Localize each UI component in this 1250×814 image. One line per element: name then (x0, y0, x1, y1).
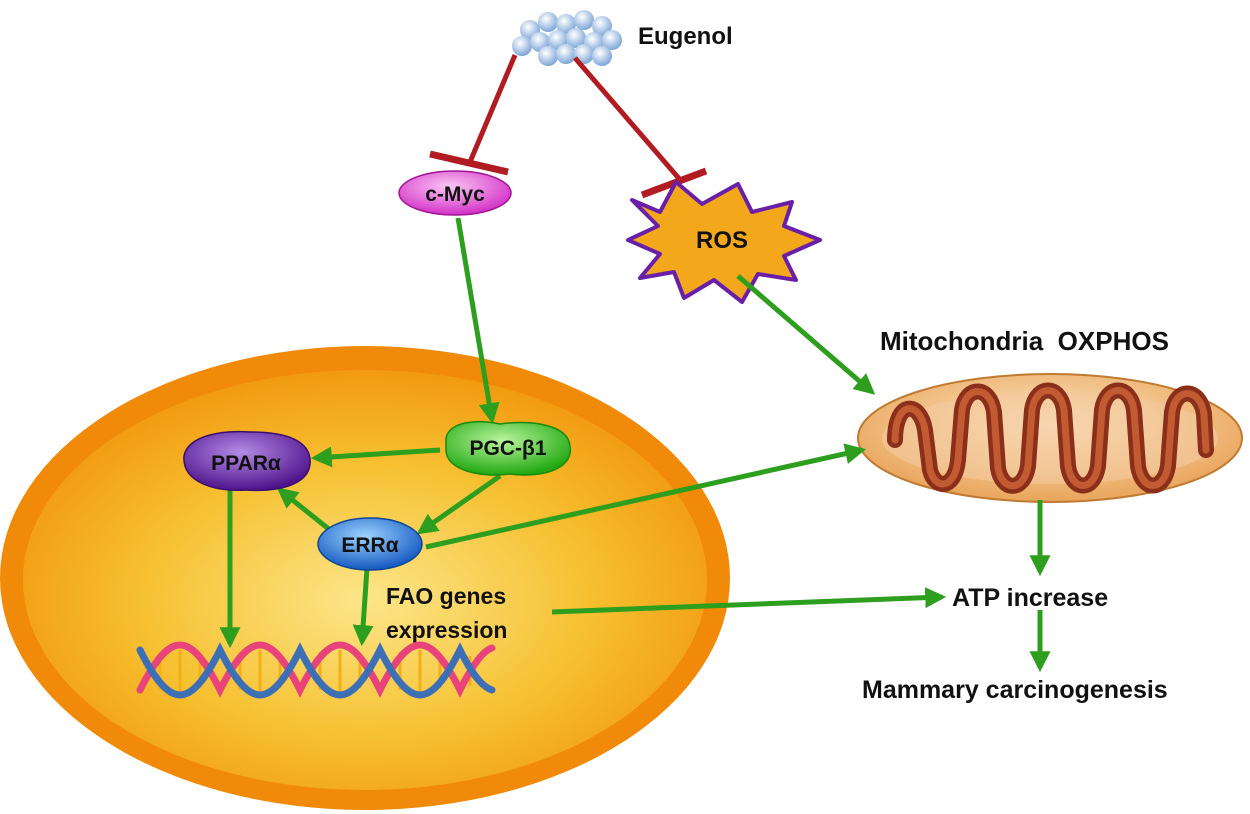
mitochondrion-icon (857, 373, 1243, 503)
cmyc-node: c-Myc (398, 170, 512, 216)
ros-node: ROS (626, 180, 822, 304)
arrow-pgc-ppar (310, 446, 441, 468)
activation-arrows (219, 217, 1051, 673)
fao-label-line1: FAO genes (386, 583, 506, 609)
mammary-label: Mammary carcinogenesis (862, 676, 1168, 704)
eugenol-label: Eugenol (638, 23, 733, 50)
arrow-pgc-erra (416, 473, 502, 535)
pgc-node: PGC-β1 (445, 421, 571, 476)
ppar-label: PPARα (211, 452, 281, 475)
arrow-erra-ppar (276, 487, 332, 532)
arrow-fao-atp (551, 587, 947, 615)
molecule-cluster-icon (512, 10, 622, 66)
fao-label-line2: expression (386, 617, 507, 643)
arrow-erra-dna (352, 567, 374, 647)
arrow-erra-mito (425, 443, 867, 550)
inhibition-eugenol-ros (573, 56, 708, 199)
atp-label: ATP increase (952, 584, 1108, 612)
inhibition-eugenol-cmyc (429, 54, 518, 176)
erra-node: ERRα (317, 517, 423, 571)
cmyc-label: c-Myc (425, 183, 485, 206)
arrow-cmyc-pgc (455, 217, 500, 425)
ppar-node: PPARα (183, 430, 311, 492)
ros-label: ROS (696, 227, 748, 254)
arrow-ros-mito (736, 274, 876, 395)
dna-helix-icon (136, 641, 496, 699)
mitochondria-label: Mitochondria OXPHOS (880, 326, 1169, 356)
erra-label: ERRα (341, 534, 398, 557)
pgc-label: PGC-β1 (470, 437, 547, 460)
